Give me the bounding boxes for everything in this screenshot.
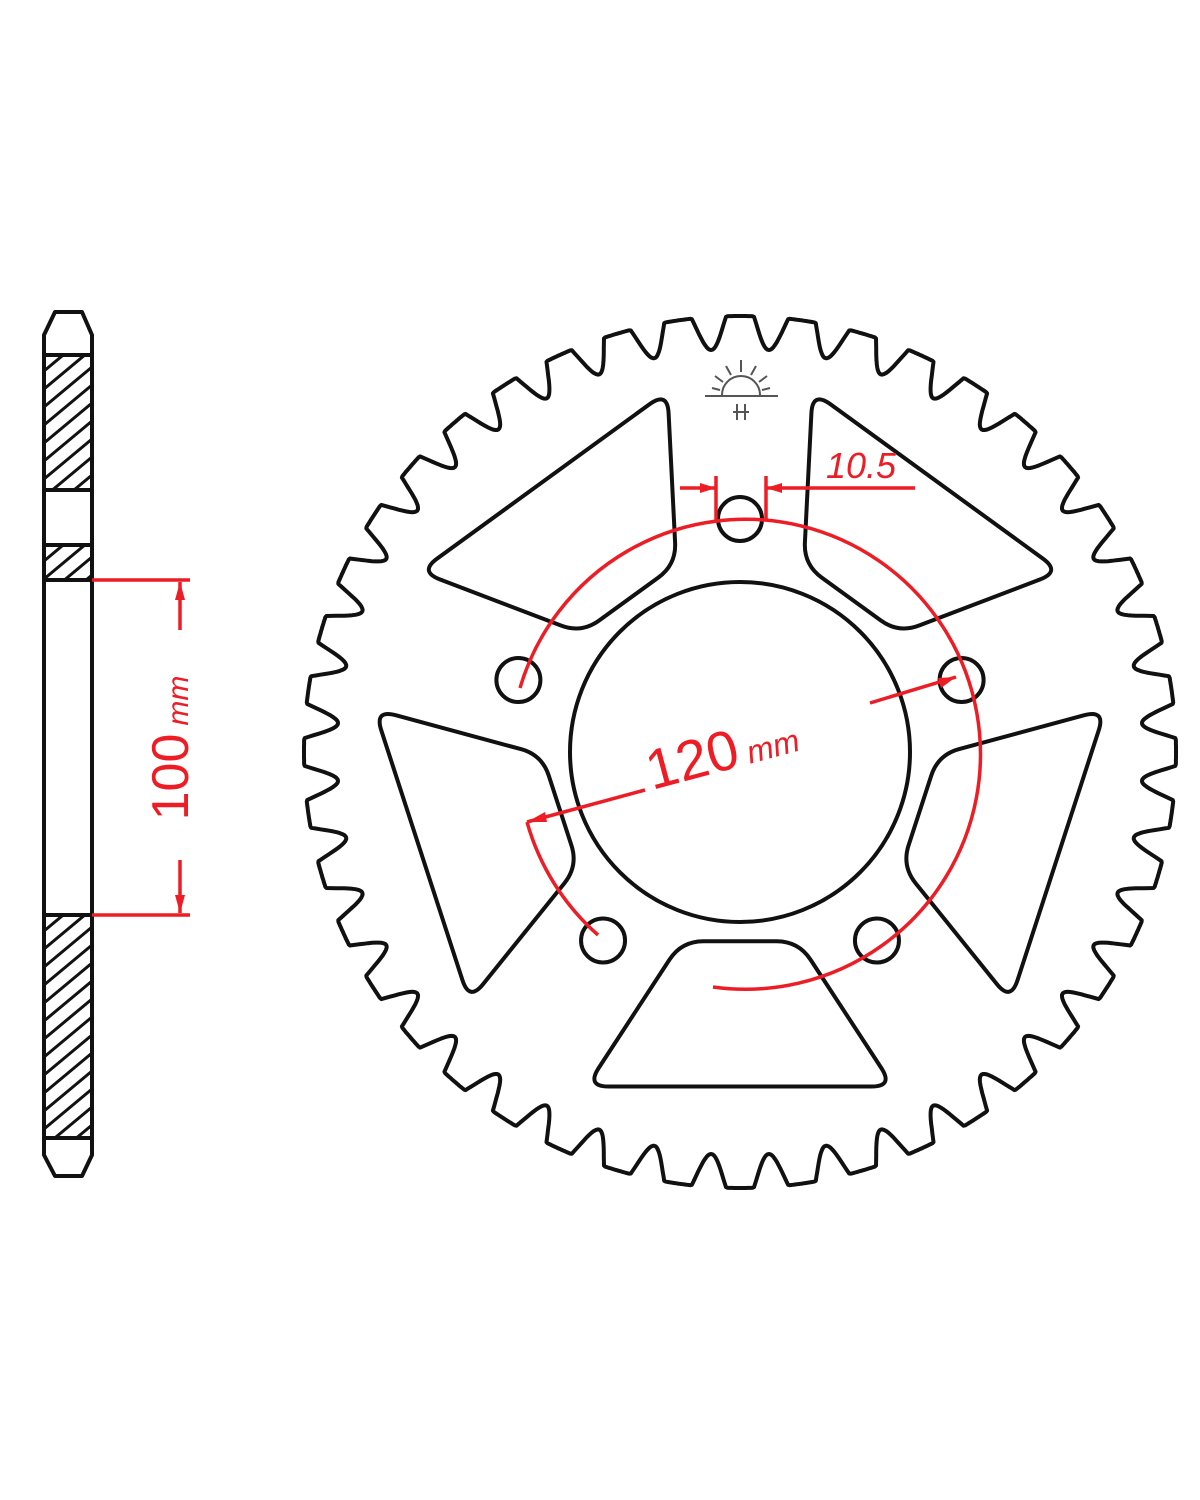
lightening-window <box>904 712 1103 994</box>
hatch-line <box>45 438 90 481</box>
hatch-line <box>45 545 66 563</box>
hatch-line <box>71 474 90 490</box>
center-bore <box>568 580 912 924</box>
arrow-down-icon <box>175 895 185 913</box>
hatch-line <box>45 1016 90 1059</box>
hatch-line <box>45 980 90 1023</box>
hatch-line <box>50 456 90 490</box>
hatch-pattern <box>44 355 92 1237</box>
hatch-line <box>44 493 92 533</box>
hatch-line <box>45 355 66 373</box>
hatch-line <box>44 611 92 651</box>
bolt-hole-dimension: 10.5 <box>680 445 915 520</box>
hatch-line <box>45 366 90 409</box>
lightening-window <box>426 397 678 631</box>
hatch-line <box>44 855 92 895</box>
arrow-left-icon <box>527 812 547 822</box>
hatch-line <box>45 962 90 1005</box>
arrow-up-icon <box>175 582 185 600</box>
hatched-section <box>44 503 92 669</box>
lightening-window <box>802 397 1054 631</box>
side-view <box>42 310 94 1237</box>
hatch-line <box>44 873 92 913</box>
hatched-section <box>44 855 92 1237</box>
bolt-hole-label: 10.5 <box>826 445 897 486</box>
bolt-circle-arc <box>518 517 983 991</box>
bolt-circle-label: 120mm <box>639 701 805 802</box>
hatch-line <box>45 944 90 987</box>
hatch-line <box>62 556 90 580</box>
hatch-line <box>45 1034 90 1077</box>
hatch-line <box>45 420 90 463</box>
hatch-line <box>45 998 90 1041</box>
bore-dimension-label: 100mm <box>142 676 200 821</box>
bolt-hole <box>852 916 901 965</box>
hatch-line <box>44 1179 92 1219</box>
bolt-hole <box>494 655 543 704</box>
arrow-right-icon <box>700 483 716 493</box>
bore-dimension: 100mm <box>92 578 200 917</box>
sprocket-teeth-outline <box>302 314 1178 1190</box>
hatch-line <box>44 1197 92 1237</box>
sprocket-front-view <box>302 314 1178 1190</box>
hatch-line <box>44 503 92 543</box>
hatch-line <box>45 384 90 427</box>
side-profile-outline <box>42 310 94 1178</box>
arrow-right-icon <box>938 677 956 688</box>
hatch-line <box>44 593 92 633</box>
hatch-line <box>45 1088 90 1131</box>
hatch-line <box>44 629 92 669</box>
hatch-line <box>45 915 66 933</box>
bolt-circle-arc <box>525 821 600 937</box>
lightening-window <box>592 939 888 1089</box>
hatch-line <box>45 1052 90 1095</box>
hatch-line <box>45 926 90 969</box>
hatch-line <box>71 1124 90 1140</box>
hatch-line <box>45 402 90 445</box>
hatch-line <box>45 1070 90 1113</box>
hatch-line <box>50 1106 90 1140</box>
jt-logo <box>705 360 778 420</box>
bolt-hole <box>579 916 628 965</box>
arrow-left-icon <box>766 483 782 493</box>
lightening-window <box>377 712 576 994</box>
